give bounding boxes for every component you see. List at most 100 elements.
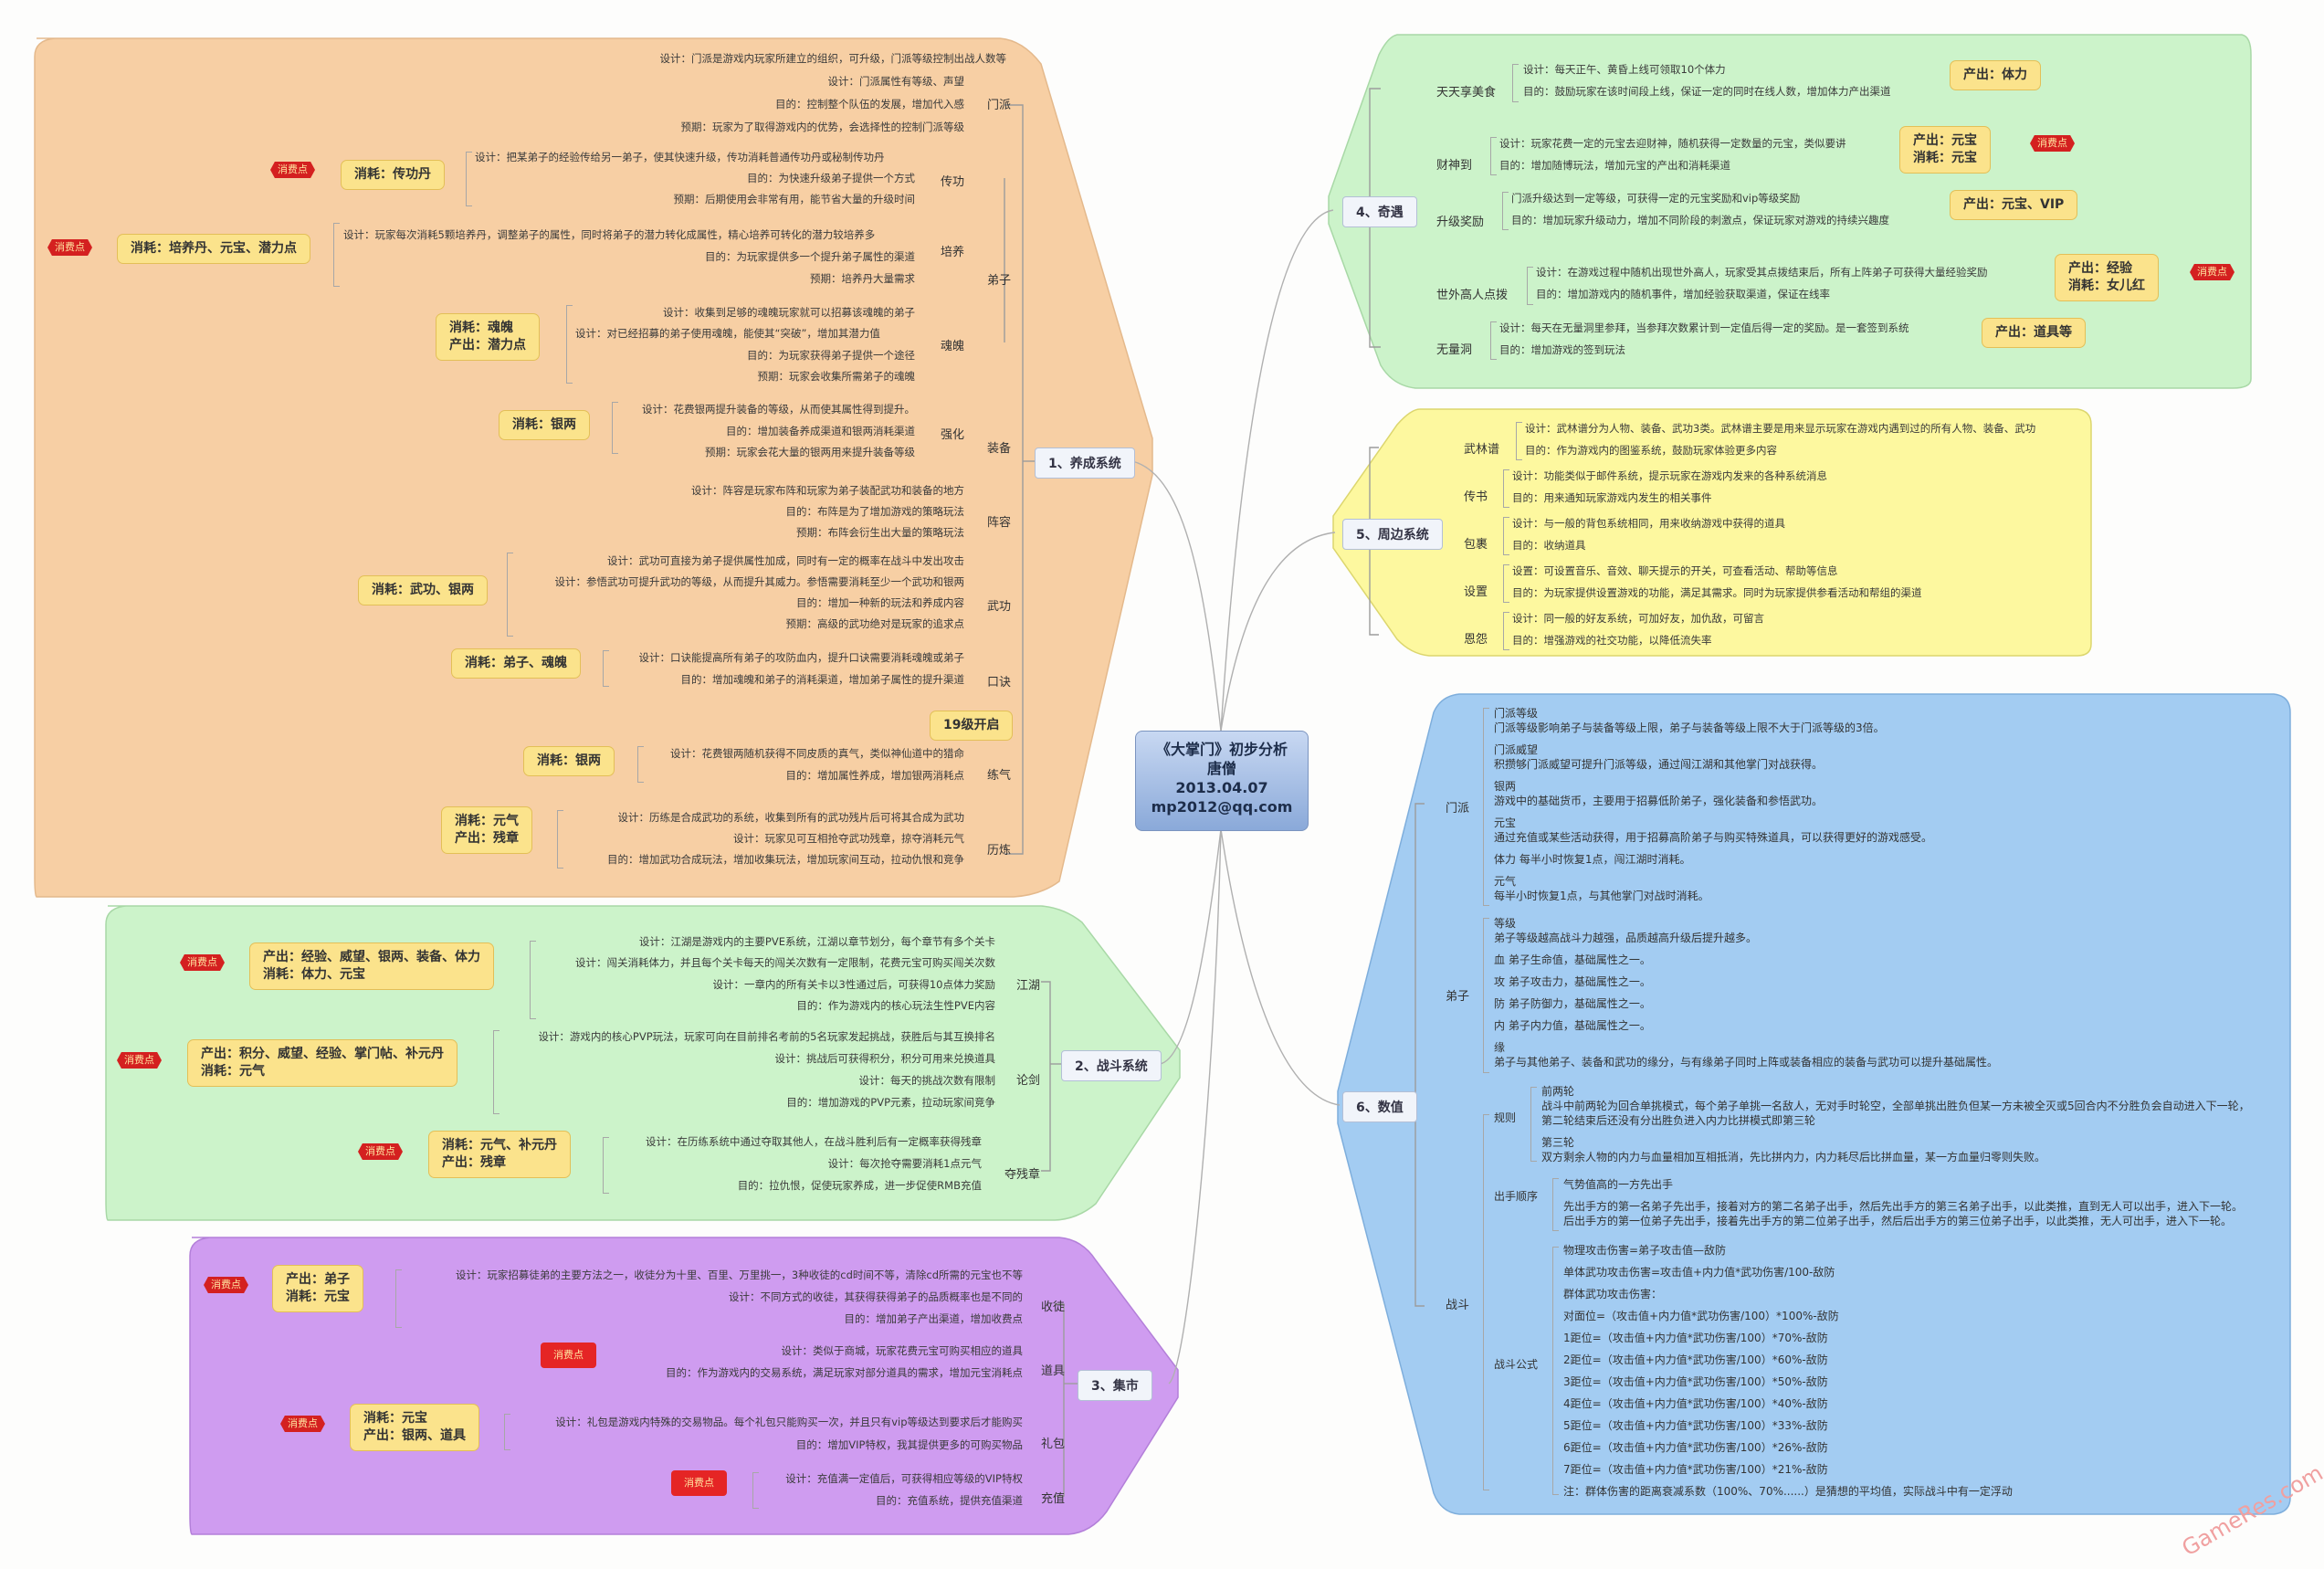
transfer-line: 设计：把某弟子的经验传给另一弟子，使其快速升级，传功消耗普通传功丹或秘制传功丹 [475, 151, 885, 163]
topic-sect[interactable]: 门派 [987, 99, 1012, 112]
topic-hermit[interactable]: 世外高人点拨 [1436, 289, 1509, 302]
jianghu-line: 设计：江湖是游戏内的主要PVE系统，江湖以章节划分，每个章节有多个关卡 [638, 935, 995, 948]
topic-enhance[interactable]: 强化 [941, 428, 965, 442]
topic-martial-arts[interactable]: 武功 [987, 600, 1012, 614]
level19-unlock-box[interactable]: 19级开启 [930, 711, 1014, 741]
bracket [1483, 708, 1489, 906]
topic-qi-training[interactable]: 练气 [987, 769, 1012, 783]
cave-line: 设计：每天在无量洞里参拜，当参拜次数累计到一定值后得一定的奖励。是一套签到系统 [1499, 321, 1909, 334]
output-box[interactable]: 产出：积分、威望、经验、掌门帖、补元丹 消耗：元气 [187, 1039, 457, 1087]
branch-cultivation[interactable]: 1、养成系统 [1035, 448, 1135, 479]
martial-line: 预期：高级的武功绝对是玩家的追求点 [785, 617, 965, 630]
order-line: 先出手方的第一名弟子先出手，接着对方的第二名弟子出手，然后先出手方的第三名弟子出… [1563, 1200, 2244, 1213]
soul-line: 目的：为玩家获得弟子提供一个途径 [747, 349, 915, 362]
sect-line: 预期：玩家为了取得游戏内的优势，会选择性的控制门派等级 [680, 121, 965, 133]
topic-daily-meal[interactable]: 天天享美食 [1436, 86, 1497, 100]
topic-items[interactable]: 道具 [1041, 1364, 1066, 1378]
formula-line: 5距位=（攻击值+内力值*武功伤害/100）*33%-敌防 [1563, 1419, 1828, 1432]
output-box[interactable]: 产出：经验、威望、银两、装备、体力 消耗：体力、元宝 [249, 942, 494, 990]
topic-wuliang-cave[interactable]: 无量洞 [1436, 343, 1473, 357]
topic-formula[interactable]: 口诀 [987, 676, 1012, 690]
topic-giftpack[interactable]: 礼包 [1041, 1437, 1066, 1451]
output-box[interactable]: 产出：经验 消耗：女儿红 [2055, 254, 2159, 301]
topic-disciple[interactable]: 弟子 [987, 274, 1012, 288]
cost-line: 消耗：元宝 [363, 1411, 427, 1426]
branch-numbers[interactable]: 6、数值 [1342, 1091, 1417, 1122]
topic-relations[interactable]: 恩怨 [1464, 633, 1488, 647]
jianghu-line: 设计：一章内的所有关卡以3性通过后，可获得10点体力奖励 [712, 978, 995, 991]
sect-line: 目的：控制整个队伍的发展，增加代入感 [775, 98, 964, 111]
topic-turn-order[interactable]: 出手顺序 [1494, 1190, 1539, 1203]
output-box[interactable]: 产出：道具等 [1982, 318, 2086, 348]
topic-martial-registry[interactable]: 武林谱 [1464, 443, 1500, 457]
cost-box[interactable]: 消耗：银两 [523, 746, 615, 776]
cave-line: 目的：增加游戏的签到玩法 [1499, 343, 1625, 356]
topic-plunder[interactable]: 夺残章 [1004, 1168, 1041, 1182]
cost-box[interactable]: 消耗：传功丹 [341, 160, 445, 190]
bracket [1483, 1114, 1489, 1490]
bracket [395, 1269, 402, 1328]
output-box[interactable]: 产出：元宝 消耗：元宝 [1899, 126, 1991, 174]
order-line: 气势值高的一方先出手 [1563, 1178, 1674, 1191]
cost-box[interactable]: 消耗：银两 [499, 410, 590, 440]
topic-trial[interactable]: 历炼 [987, 844, 1012, 858]
formula-line: 1距位=（攻击值+内力值*武功伤害/100）*70%-敌防 [1563, 1332, 1828, 1344]
output-box[interactable]: 消耗：元宝 产出：银两、道具 [350, 1404, 479, 1451]
levelup-line: 目的：增加玩家升级动力，增加不同阶段的刺激点，保证玩家对游戏的持续兴趣度 [1511, 214, 1889, 226]
enhance-line: 预期：玩家会花大量的银两用来提升装备等级 [705, 446, 915, 458]
topic-transfer[interactable]: 传功 [941, 175, 965, 189]
bracket [507, 553, 513, 637]
topic-recharge[interactable]: 充值 [1041, 1492, 1066, 1506]
value-line: 门派威望 [1494, 743, 1539, 756]
branch-encounter[interactable]: 4、奇遇 [1342, 196, 1417, 227]
cost-box[interactable]: 消耗：元气 产出：残章 [441, 806, 532, 854]
cost-box[interactable]: 消耗：魂魄 产出：潜力点 [436, 313, 540, 361]
cost-box[interactable]: 消耗：培养丹、元宝、潜力点 [117, 234, 310, 264]
topic-fortune-god[interactable]: 财神到 [1436, 159, 1473, 173]
bag-line: 设计：与一般的背包系统相同，用来收纳游戏中获得的道具 [1512, 517, 1785, 530]
topic-settings[interactable]: 设置 [1464, 585, 1488, 599]
cost-line: 消耗：元宝 [286, 1290, 350, 1304]
cost-box[interactable]: 消耗：武功、银两 [358, 575, 488, 605]
value-line: 体力 每半小时恢复1点，闯江湖时消耗。 [1494, 853, 1691, 866]
consume-point-badge: 消费点 [280, 1416, 325, 1432]
bracket [1490, 137, 1497, 175]
branch-battle[interactable]: 2、战斗系统 [1061, 1050, 1162, 1081]
meal-line: 设计：每天正午、黄昏上线可领取10个体力 [1523, 63, 1726, 76]
topic-equipment[interactable]: 装备 [987, 442, 1012, 456]
topic-train[interactable]: 培养 [941, 246, 965, 259]
topic-bag[interactable]: 包裹 [1464, 538, 1488, 552]
produce-line: 产出：弟子 [286, 1272, 350, 1287]
topic-duel[interactable]: 论剑 [1016, 1074, 1041, 1088]
martial-line: 目的：增加一种新的玩法和养成内容 [796, 596, 964, 609]
topic-mail[interactable]: 传书 [1464, 490, 1488, 504]
produce-line: 产出：残章 [455, 831, 519, 846]
output-box[interactable]: 产出：体力 [1950, 60, 2041, 90]
soul-line: 预期：玩家会收集所需弟子的魂魄 [757, 370, 916, 383]
cost-box[interactable]: 消耗：弟子、魂魄 [451, 648, 581, 679]
output-box[interactable]: 产出：元宝、VIP [1950, 190, 2078, 220]
topic-combat-formula[interactable]: 战斗公式 [1494, 1358, 1539, 1371]
bracket [752, 1472, 759, 1509]
topic-recruit[interactable]: 收徒 [1041, 1300, 1066, 1314]
bracket [1483, 918, 1489, 1073]
value-line: 通过充值或某些活动获得，用于招募高阶弟子与购买特殊道具，可以获得更好的游戏感受。 [1494, 831, 1933, 844]
topic-sect-values[interactable]: 门派 [1446, 802, 1470, 816]
topic-soul[interactable]: 魂魄 [941, 340, 965, 353]
topic-formation[interactable]: 阵容 [987, 516, 1012, 530]
center-title: 《大掌门》初步分析 [1155, 741, 1288, 758]
branch-market[interactable]: 3、集市 [1078, 1370, 1152, 1401]
branch-peripheral[interactable]: 5、周边系统 [1342, 519, 1443, 550]
output-box[interactable]: 消耗：元气、补元丹 产出：残章 [428, 1131, 571, 1178]
central-topic[interactable]: 《大掌门》初步分析 唐僧 2013.04.07 mp2012@qq.com [1135, 731, 1309, 831]
topic-jianghu[interactable]: 江湖 [1016, 979, 1041, 993]
jianghu-line: 目的：作为游戏内的核心玩法生性PVE内容 [796, 999, 995, 1012]
output-box[interactable]: 产出：弟子 消耗：元宝 [272, 1265, 363, 1312]
topic-levelup-reward[interactable]: 升级奖励 [1436, 216, 1485, 229]
formula-line: 3距位=（攻击值+内力值*武功伤害/100）*50%-敌防 [1563, 1375, 1828, 1388]
topic-rules[interactable]: 规则 [1494, 1111, 1517, 1124]
soul-line: 设计：对已经招募的弟子使用魂魄，能使其“突破”，增加其潜力值 [575, 327, 880, 340]
jianghu-line: 设计：闯关消耗体力，并且每个关卡每天的闯关次数有一定限制，花费元宝可购买闯关次数 [575, 956, 995, 969]
topic-disciple-values[interactable]: 弟子 [1446, 990, 1470, 1004]
topic-combat[interactable]: 战斗 [1446, 1299, 1470, 1312]
